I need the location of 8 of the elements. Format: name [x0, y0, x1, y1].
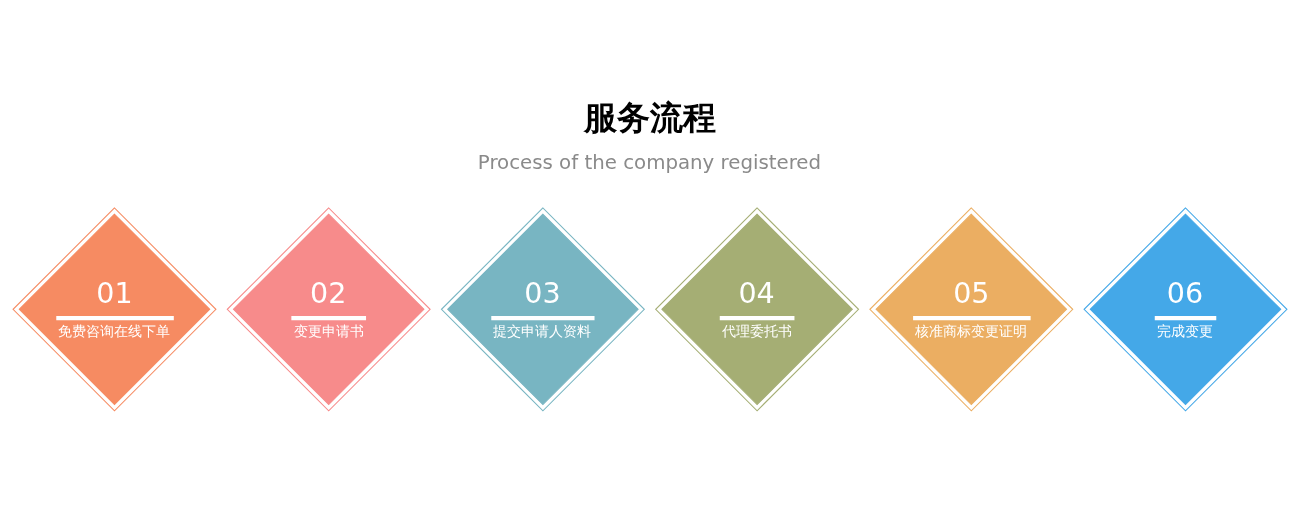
label: Process of the company registered — [477, 150, 822, 174]
node-diamond: 03 提交申请人资料 — [440, 206, 646, 412]
node-diamond: 04 代理委托书 — [654, 206, 860, 412]
node-diamond: 06 完成变更 — [1083, 206, 1288, 412]
node-diamond: 02 变更申请书 — [226, 206, 431, 412]
diagram-title: 服务流程 — [583, 97, 716, 137]
node-diamond: 05 核准商标变更证明 — [869, 206, 1074, 412]
node-diamond: 01 免费咨询在线下单 — [12, 206, 217, 412]
